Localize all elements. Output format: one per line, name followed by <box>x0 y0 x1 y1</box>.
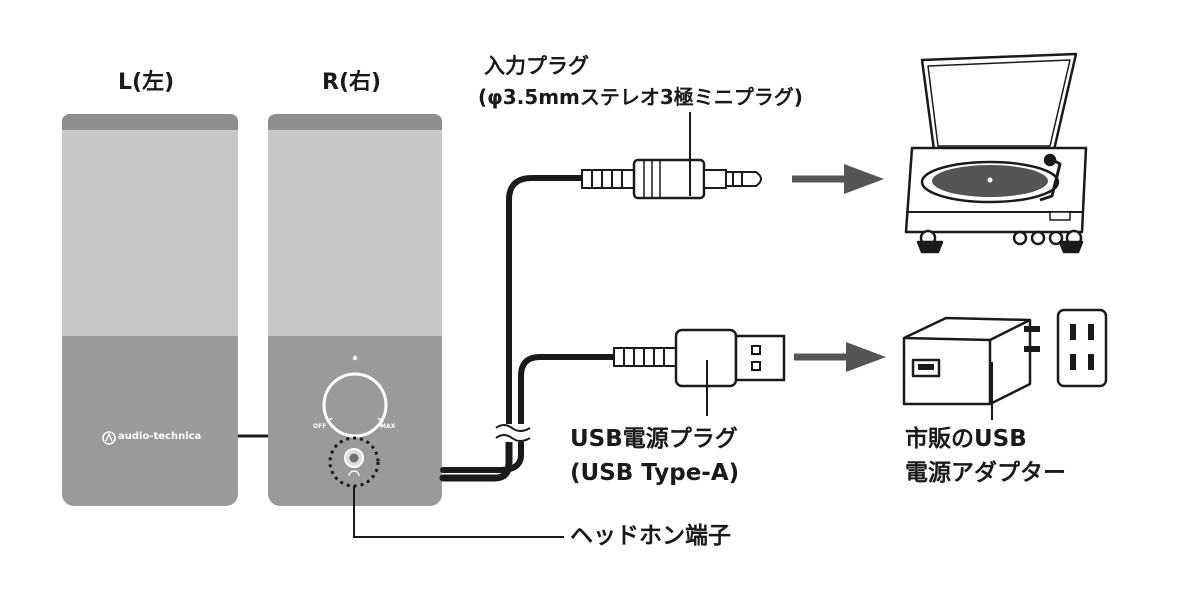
usb-plug-label-line2: (USB Type-A) <box>570 460 740 486</box>
brand-logo-icon <box>102 431 116 445</box>
power-led-icon <box>352 355 358 361</box>
input-plug-label-line1: 入力プラグ <box>484 54 589 78</box>
mini-plug-icon <box>581 158 762 200</box>
right-speaker-label: R(右) <box>322 70 382 95</box>
adapter-label-line1: 市販のUSB <box>905 426 1027 452</box>
right-speaker <box>268 114 442 506</box>
cable-break-icon <box>495 424 532 442</box>
brand-text: audio-technica <box>118 431 202 442</box>
usb-plug-icon <box>613 328 786 388</box>
volume-knob-icon[interactable] <box>322 372 388 438</box>
left-speaker-label: L(左) <box>118 70 175 95</box>
dial-off-mark: OFF <box>313 423 327 430</box>
input-plug-label-line2: (φ3.5mmステレオ3極ミニプラグ) <box>478 85 803 109</box>
arrow-to-turntable-icon <box>792 164 884 194</box>
arrow-to-adapter-icon <box>794 342 886 372</box>
turntable-icon <box>904 52 1088 254</box>
headphone-jack-label: ヘッドホン端子 <box>570 523 731 549</box>
adapter-label-line2: 電源アダプター <box>905 460 1066 486</box>
wall-outlet-icon <box>1056 308 1108 388</box>
usb-adapter-icon <box>902 316 1040 406</box>
usb-plug-label-line1: USB電源プラグ <box>570 426 738 452</box>
left-speaker <box>62 114 238 506</box>
dial-max-mark: MAX <box>380 423 396 430</box>
headphone-leader-line <box>353 486 564 538</box>
